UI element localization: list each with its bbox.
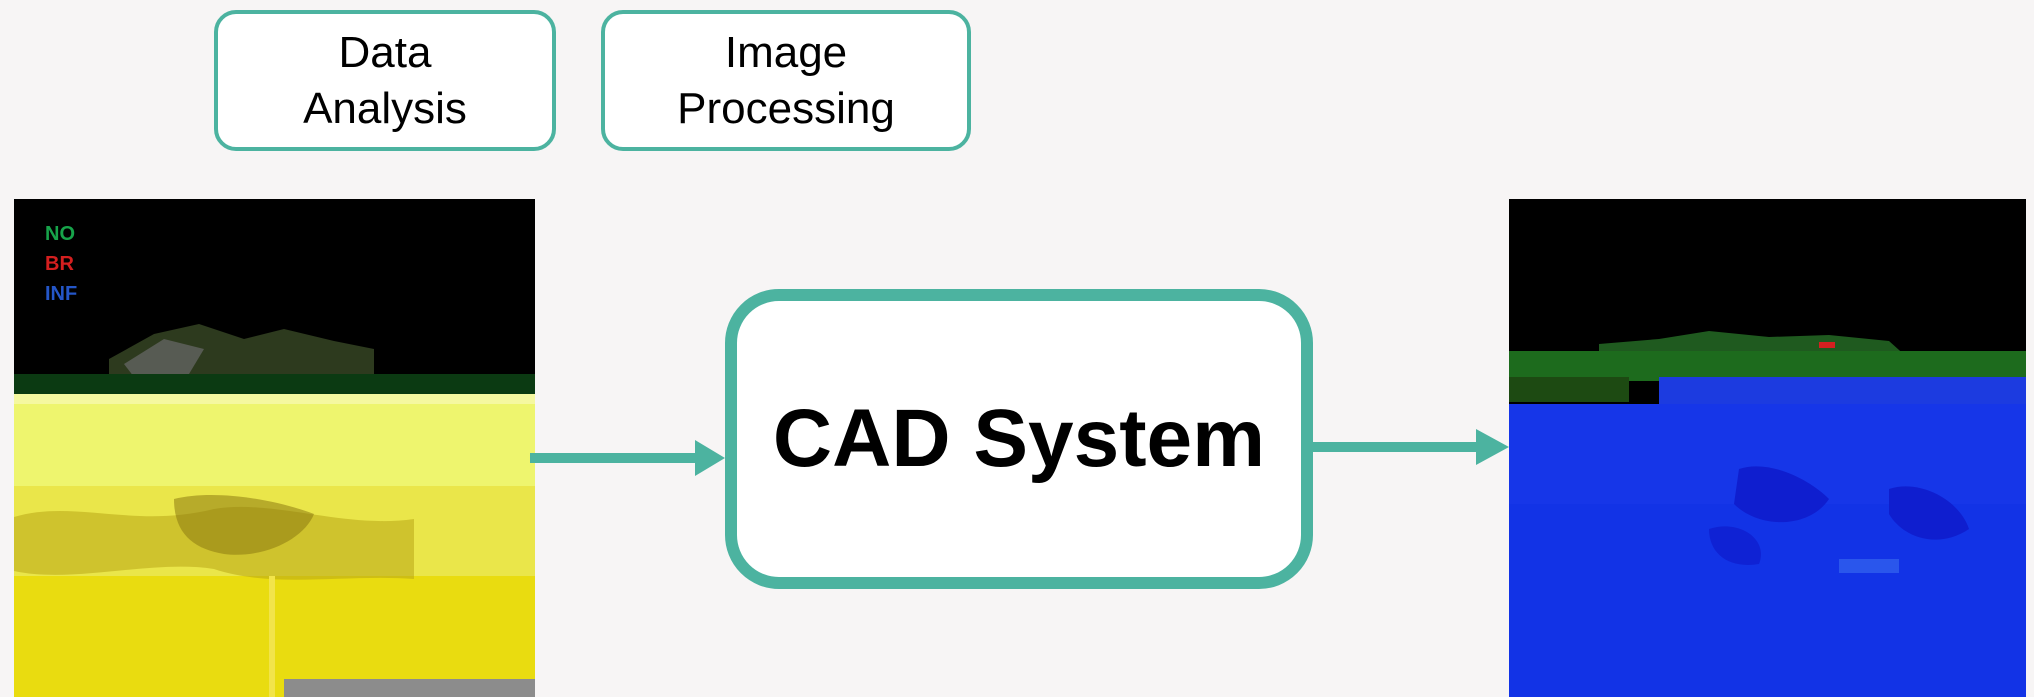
data-analysis-label: Data Analysis bbox=[214, 10, 556, 151]
image-processing-line-2: Processing bbox=[677, 83, 895, 133]
legend-no: NO bbox=[45, 223, 75, 245]
input-image: NO BR INF bbox=[14, 199, 535, 697]
cad-system-box: CAD System bbox=[725, 289, 1313, 589]
output-image bbox=[1509, 199, 2026, 697]
data-analysis-line-2: Analysis bbox=[303, 83, 467, 133]
legend-br: BR bbox=[45, 253, 74, 275]
image-processing-label: Image Processing bbox=[601, 10, 971, 151]
input-arrow bbox=[530, 440, 725, 476]
output-arrow bbox=[1311, 429, 1509, 465]
output-image-graphic bbox=[1509, 199, 2026, 697]
data-analysis-line-1: Data bbox=[338, 27, 432, 77]
legend-inf: INF bbox=[45, 283, 78, 305]
cad-system-title: CAD System bbox=[772, 393, 1266, 484]
image-processing-line-1: Image bbox=[724, 27, 848, 77]
input-image-graphic bbox=[14, 199, 535, 697]
legend: NO BR INF bbox=[45, 219, 77, 309]
